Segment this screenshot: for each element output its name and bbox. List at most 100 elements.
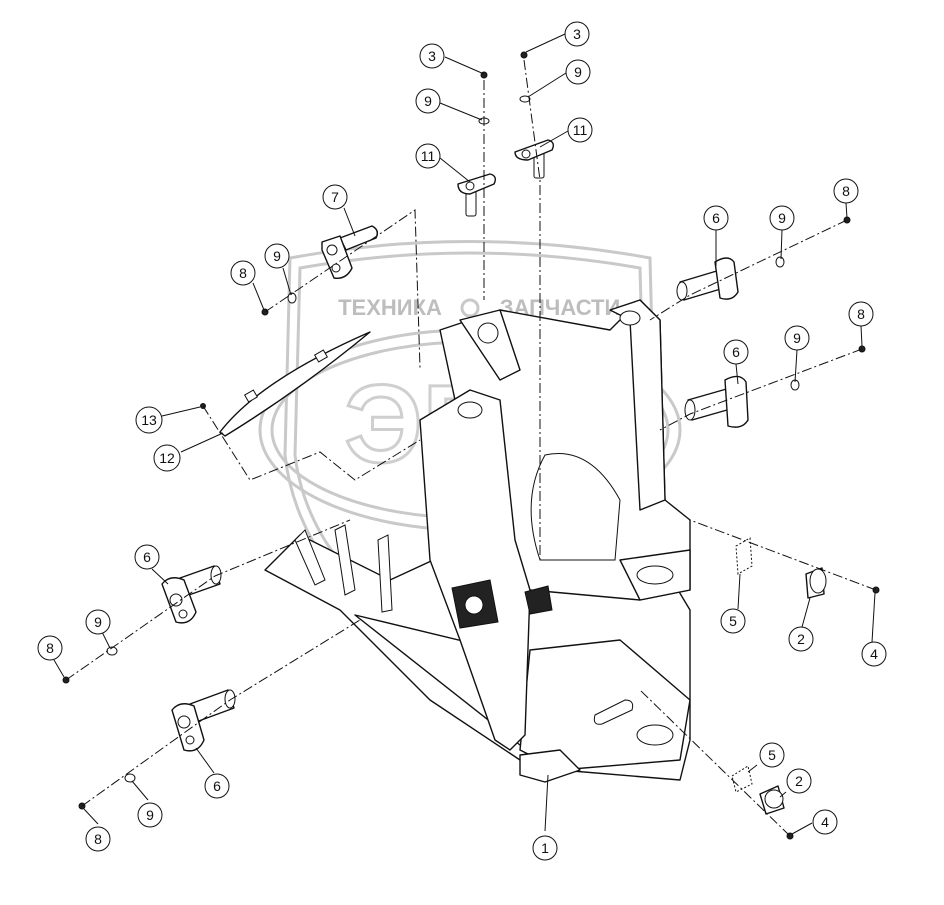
bolt-3-right	[520, 51, 528, 59]
right-arm-slot	[593, 699, 634, 725]
callout-8-bottom-left: 8	[85, 826, 111, 852]
svg-text:5: 5	[768, 747, 776, 763]
watermark-left-word: ТЕХНИКА	[338, 295, 442, 320]
svg-text:9: 9	[778, 210, 786, 226]
assembly-axes	[65, 59, 877, 837]
svg-text:5: 5	[729, 613, 737, 629]
central-mount-bore	[464, 595, 484, 615]
callout-6-upper-right: 6	[703, 205, 729, 231]
callout-6-lower-left: 6	[134, 544, 160, 570]
frame-assembly	[264, 299, 691, 783]
svg-text:12: 12	[159, 450, 175, 466]
svg-text:4: 4	[821, 814, 829, 830]
axis-pin-6-upper	[649, 219, 848, 321]
upper-pivot-bore	[477, 322, 499, 344]
callout-9-mid-right: 9	[784, 325, 810, 351]
svg-text:4: 4	[870, 646, 878, 662]
axis-cap-lower	[639, 689, 791, 837]
frame-upper-pivot	[459, 309, 521, 381]
washer-9-top-right-side	[775, 256, 785, 268]
frame-center-opening	[530, 453, 621, 561]
callout-6-bottom-left: 6	[204, 773, 230, 799]
pins	[161, 139, 827, 815]
cap-2-lower	[759, 785, 785, 815]
pin-7	[321, 225, 379, 279]
callout-3-top-left: 3	[419, 43, 445, 69]
pin-11-left	[457, 173, 497, 217]
axis-guard-12	[202, 405, 421, 481]
left-rib-3	[377, 534, 393, 613]
callout-leaders	[53, 33, 876, 835]
callout-2-upper: 2	[788, 626, 814, 652]
callout-4-upper: 4	[861, 641, 887, 667]
gear-icon	[460, 298, 480, 318]
fasteners	[62, 51, 880, 840]
svg-text:9: 9	[574, 64, 582, 80]
axis-pin-6-lower-left	[65, 519, 351, 681]
svg-text:6: 6	[712, 210, 720, 226]
gasket-5-lower	[731, 765, 753, 793]
callout-9-top-left: 9	[415, 88, 441, 114]
svg-text:9: 9	[94, 614, 102, 630]
cap-2-upper	[805, 567, 827, 599]
callout-5-lower: 5	[759, 742, 785, 768]
svg-text:6: 6	[732, 344, 740, 360]
front-bottom-bracket	[519, 749, 581, 783]
svg-text:1: 1	[541, 840, 549, 856]
svg-text:6: 6	[143, 549, 151, 565]
callout-9-upper-left: 9	[264, 243, 290, 269]
svg-text:8: 8	[842, 183, 850, 199]
svg-text:13: 13	[141, 412, 157, 428]
svg-text:8: 8	[857, 306, 865, 322]
right-tower-bore	[619, 310, 641, 326]
pin-6-upper-right	[676, 257, 739, 301]
left-rib-2	[334, 524, 356, 596]
callout-5-upper: 5	[720, 608, 746, 634]
axis-pin-7	[264, 209, 421, 369]
callout-1: 1	[532, 835, 558, 861]
washer-9-top-right	[519, 95, 531, 103]
pin-11-right	[514, 139, 555, 179]
callout-8-upper-left: 8	[230, 260, 256, 286]
right-pad-bore	[636, 565, 674, 585]
axis-pin-6-mid	[659, 348, 863, 431]
callout-8-lower-left: 8	[37, 635, 63, 661]
svg-text:9: 9	[424, 93, 432, 109]
frame-left-column	[419, 389, 531, 751]
callout-3-top-right: 3	[564, 21, 590, 47]
axis-cap-upper	[689, 519, 877, 591]
svg-text:2: 2	[795, 773, 803, 789]
washer-9-bottom-left	[124, 773, 136, 783]
pin-6-mid-right	[684, 375, 749, 428]
washer-9-upper-left	[287, 292, 297, 304]
svg-text:9: 9	[273, 248, 281, 264]
svg-text:9: 9	[146, 807, 154, 823]
callout-9-lower-left: 9	[85, 609, 111, 635]
left-column-bore	[457, 401, 483, 419]
callout-11-left: 11	[415, 143, 441, 169]
pin-6-bottom-left	[171, 689, 236, 752]
axis-pin-11-right	[523, 59, 541, 560]
svg-text:3: 3	[573, 26, 581, 42]
pin-6-lower-left	[161, 565, 222, 624]
svg-text:9: 9	[793, 330, 801, 346]
svg-text:11: 11	[421, 148, 436, 164]
svg-text:8: 8	[46, 640, 54, 656]
axis-pin-6-bottom-left	[81, 619, 361, 807]
gasket-5-upper	[735, 537, 753, 575]
svg-text:7: 7	[331, 189, 339, 205]
callout-11-right: 11	[567, 117, 593, 143]
callout-7: 7	[322, 184, 348, 210]
callout-6-mid-right: 6	[723, 339, 749, 365]
svg-text:3: 3	[428, 48, 436, 64]
left-rib-1	[294, 529, 326, 586]
callout-12: 12	[153, 444, 181, 472]
right-arm-bore	[636, 724, 674, 746]
callout-8-mid-right: 8	[848, 301, 874, 327]
side-lug	[524, 585, 553, 615]
guard-plate-12	[219, 331, 371, 437]
svg-text:8: 8	[94, 831, 102, 847]
callout-4-lower: 4	[812, 809, 838, 835]
